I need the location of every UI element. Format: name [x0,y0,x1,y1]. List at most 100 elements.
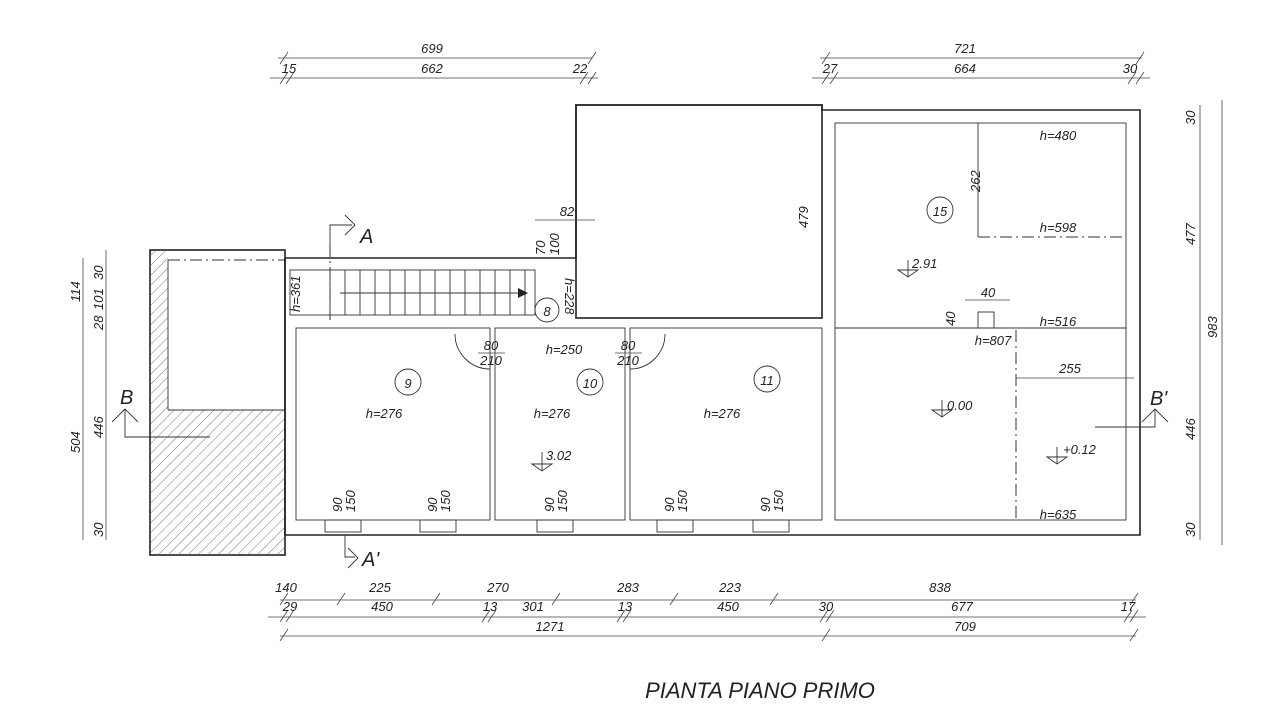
dim-text: 29 [282,599,297,614]
dim-text: 27 [822,61,838,76]
dim-text: 677 [951,599,973,614]
section-a-label: A [359,226,373,248]
window-width: 90 [542,497,557,512]
room-heights: h=276 h=276 h=276 h=250 h=228 h=361 h=48… [288,128,1077,522]
dim-text: 140 [275,580,297,595]
door-height: 210 [616,353,639,368]
room-9-number: 9 [404,376,411,391]
dim-text: 262 [968,170,983,193]
dim-text: 504 [68,431,83,453]
height-label: h=516 [1040,314,1077,329]
height-label: h=276 [534,406,571,421]
level-marker-icon [1045,447,1069,465]
height-label: h=598 [1040,220,1077,235]
door-width: 80 [484,338,499,353]
dim-text: 13 [483,599,498,614]
height-label: h=276 [366,406,403,421]
dim-text: 82 [560,204,575,219]
dim-text: 13 [618,599,633,614]
section-b-label: B [120,387,133,409]
height-label: h=276 [704,406,741,421]
window-width: 90 [425,497,440,512]
door-height: 210 [479,353,502,368]
top-dimensions: 699 15 662 22 721 27 664 30 [270,41,1150,85]
dim-text: 983 [1205,316,1220,338]
dim-text: 225 [368,580,391,595]
dim-text: 30 [1183,522,1198,537]
walls [149,104,1141,556]
dim-text: 479 [796,206,811,228]
right-dimensions: 30 477 446 30 983 [1183,100,1223,545]
dim-text: 446 [1183,418,1198,440]
room-labels: 9 10 11 8 15 [394,196,954,396]
dim-text: 450 [717,599,739,614]
dim-text: 223 [718,580,741,595]
dim-top-right-total: 721 [954,41,976,56]
dim-text: 838 [929,580,951,595]
dim-top-left-total: 699 [421,41,443,56]
dim-text: 28 [91,315,106,331]
height-label: h=228 [562,278,577,315]
height-label: h=635 [1040,507,1077,522]
dim-text: 15 [282,61,297,76]
height-label: h=361 [288,275,303,312]
dim-text: 709 [954,619,976,634]
dim-text: 30 [1183,110,1198,125]
window-height: 150 [343,490,358,512]
dim-text: 30 [1123,61,1138,76]
window-width: 90 [330,497,345,512]
window-height: 150 [771,490,786,512]
window-height: 150 [675,490,690,512]
dim-text: 30 [91,265,106,280]
left-dimensions: 114 504 30 101 28 446 30 [68,250,107,540]
door-swing-icon [454,333,491,370]
dim-text: 114 [68,281,83,302]
interior-dimensions: 82 70 100 479 262 40 40 255 [533,170,1134,379]
dim-text: 101 [91,288,106,310]
section-b-prime-label: B' [1150,388,1168,410]
door-width: 80 [621,338,636,353]
dim-text: 450 [371,599,393,614]
room-10-number: 10 [583,376,598,391]
height-label: h=480 [1040,128,1077,143]
dim-text: 40 [943,311,958,326]
dim-text: 664 [954,61,976,76]
level-marker-icon [930,400,954,418]
dim-text: 301 [522,599,544,614]
level-label: 0.00 [947,398,973,413]
window-height: 150 [438,490,453,512]
section-markers: A A' B B' [111,214,1168,571]
room-8-number: 8 [543,304,551,319]
room-15-number: 15 [933,204,948,219]
level-label: 2.91 [911,256,937,271]
level-markers: 3.02 2.91 0.00 +0.12 [530,256,1097,472]
dim-text: 270 [486,580,509,595]
door-swing-icon [629,333,666,370]
dim-text: 477 [1183,223,1198,245]
level-marker-icon [896,260,920,278]
bottom-dimensions: 140 225 270 283 223 838 29 450 13 301 13… [268,580,1146,642]
dim-text: 283 [616,580,639,595]
window-width: 90 [662,497,677,512]
level-marker-icon [530,452,554,472]
window-height: 150 [555,490,570,512]
dim-text: 30 [91,522,106,537]
dim-text: 22 [572,61,588,76]
height-label: h=250 [546,342,583,357]
section-a-prime-label: A' [361,549,380,571]
dim-text: 446 [91,416,106,438]
room-11-number: 11 [760,373,774,388]
dim-text: 662 [421,61,443,76]
dim-text: 30 [819,599,834,614]
dim-text: 40 [981,285,996,300]
window-width: 90 [758,497,773,512]
dim-text: 1271 [536,619,565,634]
stair-arrow-icon [518,288,528,298]
staircase [329,270,528,315]
windows: 90 150 90 150 90 150 90 150 90 150 [324,490,790,533]
dim-text: 100 [547,233,562,255]
dim-text: 255 [1058,361,1081,376]
dim-text: 70 [533,240,548,255]
dim-text: 17 [1121,599,1136,614]
